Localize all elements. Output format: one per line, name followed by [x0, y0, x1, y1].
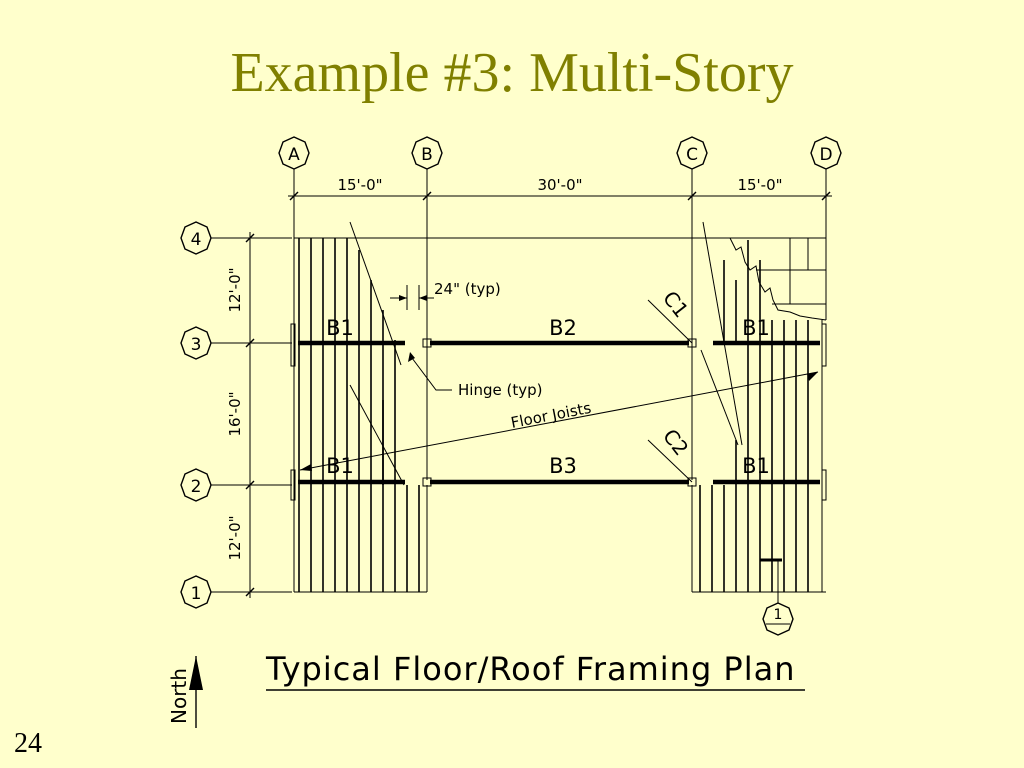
page-number: 24 [14, 728, 42, 759]
slide-title: Example #3: Multi-Story [230, 42, 794, 104]
grid-label-a: A [288, 145, 300, 165]
beam-label-b3: B3 [549, 454, 577, 478]
grid-bubble-a: A [278, 136, 310, 170]
dimension-a-b: 15'-0" [337, 176, 382, 194]
grid-label-1: 1 [191, 584, 202, 604]
c1-leader [647, 299, 693, 344]
beam-label-b1-sw: B1 [326, 454, 354, 478]
north-arrow-icon [189, 656, 203, 728]
grid-bubble-1: 1 [180, 575, 212, 609]
beam-label-b1-nw: B1 [326, 316, 354, 340]
grid-label-b: B [421, 145, 433, 165]
floor-joists-leader [299, 371, 819, 471]
column-dimension-line [288, 191, 832, 201]
grid-bubble-4: 4 [180, 221, 212, 255]
joist-spacing-label: 24" (typ) [434, 280, 501, 298]
beam-label-b1-se: B1 [742, 454, 770, 478]
joist-spacing-callout [390, 285, 434, 310]
row-dimension-line [245, 232, 255, 598]
beam-label-b2: B2 [549, 316, 577, 340]
grid-bubble-2: 2 [180, 468, 212, 502]
hinge-label: Hinge (typ) [458, 381, 542, 399]
north-label: North [167, 668, 191, 724]
dimension-4-3: 12'-0" [226, 267, 244, 312]
grid-bubble-c: C [676, 136, 708, 170]
dimension-2-1: 12'-0" [226, 515, 244, 560]
grid-label-d: D [819, 145, 832, 165]
dimension-c-d: 15'-0" [737, 176, 782, 194]
column-markers [290, 323, 827, 501]
grid-bubble-b: B [411, 136, 443, 170]
floor-joists-east [699, 240, 809, 592]
c2-leader [647, 439, 693, 483]
grid-label-4: 4 [191, 230, 202, 250]
grid-label-c: C [686, 145, 698, 165]
grid-bubble-d: D [810, 136, 842, 170]
beam-label-b1-ne: B1 [742, 316, 770, 340]
column-grid-lines [293, 169, 827, 480]
floor-joists-west [298, 238, 420, 592]
dimension-b-c: 30'-0" [537, 176, 582, 194]
plan-caption: Typical Floor/Roof Framing Plan [265, 650, 796, 688]
floor-joists-label: Floor Joists [509, 399, 592, 432]
building-outline [293, 237, 827, 593]
grid-bubble-3: 3 [180, 326, 212, 360]
section-marker-label: 1 [774, 607, 783, 623]
grid-label-2: 2 [191, 477, 202, 497]
break-line-ne-corner [729, 237, 827, 321]
column-label-c1: C1 [658, 286, 693, 322]
section-marker [760, 558, 794, 636]
hinge-leader [408, 352, 452, 391]
row-grid-leaders [211, 237, 292, 593]
grid-label-3: 3 [191, 335, 202, 355]
dimension-3-2: 16'-0" [226, 391, 244, 436]
